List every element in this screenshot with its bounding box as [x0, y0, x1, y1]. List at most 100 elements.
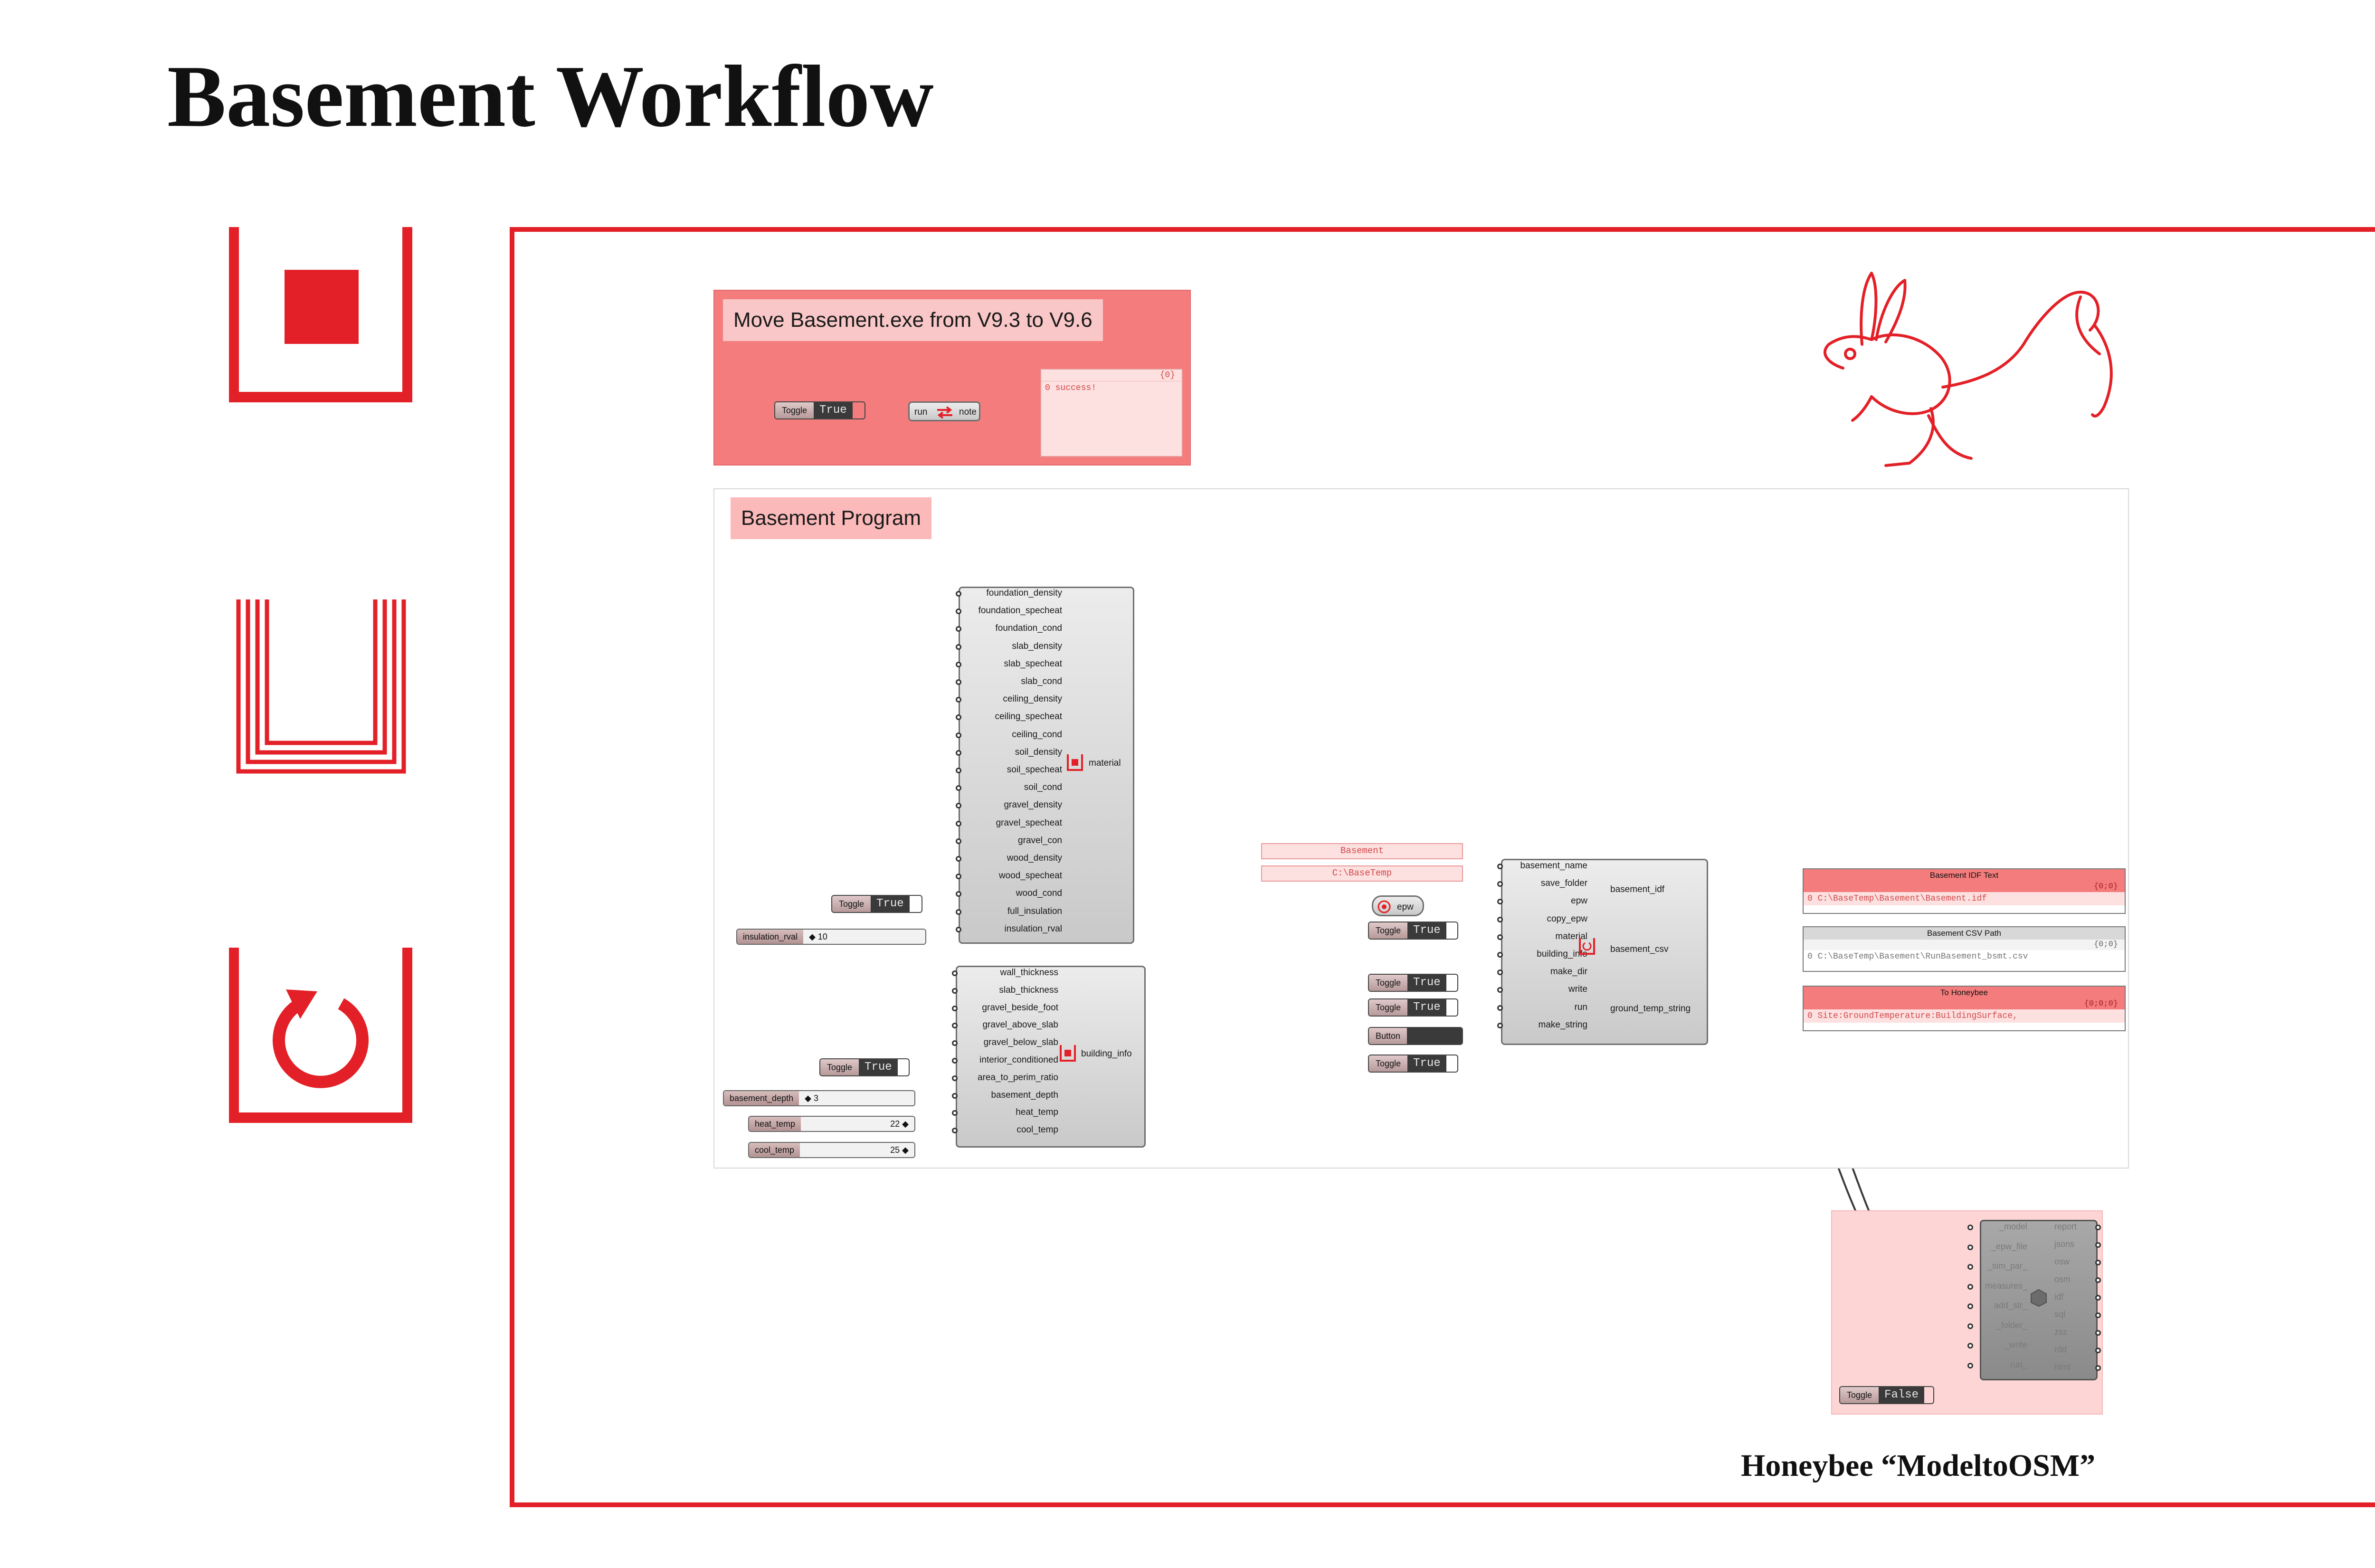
input-port[interactable]: [956, 926, 961, 932]
input-port[interactable]: [2095, 1330, 2101, 1336]
save-folder-panel[interactable]: C:\BaseTemp: [1261, 865, 1463, 882]
basement-name-panel[interactable]: Basement: [1261, 843, 1463, 859]
input-port[interactable]: [1497, 899, 1503, 905]
input-port[interactable]: [2095, 1348, 2101, 1353]
input-port[interactable]: [956, 820, 961, 827]
input-port[interactable]: [1497, 1005, 1503, 1011]
run-input-label: write: [1568, 984, 1587, 995]
honeybee-run-toggle[interactable]: Toggle False: [1839, 1386, 1934, 1404]
to-honeybee-panel[interactable]: To Honeybee {0;0;0} 0 Site:GroundTempera…: [1803, 986, 2126, 1031]
honeybee-output-label: report: [2054, 1222, 2077, 1231]
input-port[interactable]: [1497, 881, 1503, 887]
interior-conditioned-toggle[interactable]: Toggle True: [819, 1058, 910, 1076]
building-input-label: slab_thickness: [999, 985, 1058, 995]
input-port[interactable]: [952, 1058, 958, 1064]
input-port[interactable]: [2095, 1365, 2101, 1371]
input-port[interactable]: [2095, 1260, 2101, 1265]
input-port[interactable]: [952, 1040, 958, 1046]
toggle-label: Toggle: [775, 402, 814, 418]
input-port[interactable]: [956, 838, 961, 844]
run-button[interactable]: Button: [1368, 1027, 1463, 1045]
material-component[interactable]: [959, 587, 1134, 944]
material-input-label: soil_density: [1015, 747, 1062, 757]
input-port[interactable]: [952, 1110, 958, 1116]
input-port[interactable]: [1967, 1303, 1973, 1309]
slider-value: 25 ◆: [800, 1143, 914, 1157]
basement-csv-output: basement_csv: [1610, 944, 1669, 954]
input-port[interactable]: [956, 591, 961, 597]
input-port[interactable]: [956, 697, 961, 703]
material-input-label: ceiling_specheat: [995, 712, 1062, 722]
success-panel[interactable]: {0} 0 success!: [1040, 369, 1183, 457]
heat-temp-slider[interactable]: heat_temp 22 ◆: [748, 1116, 915, 1132]
cool-temp-slider[interactable]: cool_temp 25 ◆: [748, 1142, 915, 1158]
input-port[interactable]: [956, 714, 961, 721]
honeybee-output-label: sql: [2054, 1310, 2066, 1319]
toggle-value: True: [871, 896, 910, 912]
input-port[interactable]: [952, 970, 958, 976]
input-port[interactable]: [952, 988, 958, 994]
input-port[interactable]: [956, 608, 961, 615]
input-port[interactable]: [956, 891, 961, 897]
input-port[interactable]: [952, 1005, 958, 1011]
input-port[interactable]: [2095, 1225, 2101, 1230]
insulation-rval-slider[interactable]: insulation_rval ◆ 10: [736, 929, 926, 945]
input-port[interactable]: [2095, 1295, 2101, 1301]
input-port[interactable]: [952, 1023, 958, 1029]
input-port[interactable]: [1967, 1343, 1973, 1349]
input-port[interactable]: [956, 803, 961, 809]
toggle-value: True: [1407, 1055, 1446, 1072]
input-port[interactable]: [1967, 1264, 1973, 1270]
toggle-label: Toggle: [1840, 1387, 1879, 1403]
make-dir-toggle[interactable]: Toggle True: [1368, 974, 1458, 992]
building-input-label: basement_depth: [991, 1090, 1058, 1100]
input-port[interactable]: [2095, 1312, 2101, 1318]
move-toggle[interactable]: Toggle True: [774, 401, 865, 419]
input-port[interactable]: [952, 1128, 958, 1134]
input-port[interactable]: [956, 874, 961, 880]
input-port[interactable]: [1497, 934, 1503, 940]
input-port[interactable]: [1967, 1362, 1973, 1368]
input-port[interactable]: [1497, 916, 1503, 922]
input-port[interactable]: [1497, 864, 1503, 869]
input-port[interactable]: [1967, 1323, 1973, 1329]
input-port[interactable]: [1967, 1283, 1973, 1290]
basement-idf-panel[interactable]: Basement IDF Text {0;0} 0 C:\BaseTemp\Ba…: [1803, 868, 2126, 914]
input-port[interactable]: [956, 626, 961, 632]
honeybee-output-label: rdd: [2054, 1345, 2067, 1354]
input-port[interactable]: [956, 750, 961, 756]
basement-csv-panel[interactable]: Basement CSV Path {0;0} 0 C:\BaseTemp\Ba…: [1803, 926, 2126, 972]
input-port[interactable]: [1497, 1022, 1503, 1028]
input-port[interactable]: [952, 1075, 958, 1081]
input-port[interactable]: [956, 732, 961, 738]
copy-epw-toggle[interactable]: Toggle True: [1368, 922, 1458, 940]
slider-value: ◆ 10: [803, 930, 925, 944]
input-port[interactable]: [956, 679, 961, 685]
honeybee-output-label: html: [2054, 1362, 2071, 1372]
input-port[interactable]: [1967, 1225, 1973, 1230]
basement-depth-slider[interactable]: basement_depth ◆ 3: [723, 1090, 915, 1106]
input-port[interactable]: [956, 661, 961, 667]
input-port[interactable]: [1497, 969, 1503, 976]
material-input-label: soil_specheat: [1007, 765, 1062, 775]
slider-label: insulation_rval: [737, 930, 804, 944]
input-port[interactable]: [956, 644, 961, 650]
building-info-component[interactable]: [956, 966, 1146, 1148]
panel-text: 0 C:\BaseTemp\Basement\RunBasement_bsmt.…: [1804, 950, 2125, 963]
input-port[interactable]: [956, 768, 961, 773]
material-full-insulation-toggle[interactable]: Toggle True: [831, 895, 922, 913]
input-port[interactable]: [1497, 952, 1503, 958]
make-string-toggle[interactable]: Toggle True: [1368, 1055, 1458, 1073]
input-port[interactable]: [952, 1093, 958, 1099]
move-exe-component[interactable]: run note: [908, 401, 980, 421]
input-port[interactable]: [956, 785, 961, 791]
input-port[interactable]: [956, 856, 961, 862]
input-port[interactable]: [2095, 1242, 2101, 1248]
epw-parameter[interactable]: epw: [1372, 895, 1424, 916]
input-port[interactable]: [1497, 987, 1503, 993]
input-port[interactable]: [956, 909, 961, 915]
input-port[interactable]: [2095, 1277, 2101, 1283]
input-port[interactable]: [1967, 1244, 1973, 1250]
write-toggle[interactable]: Toggle True: [1368, 998, 1458, 1017]
run-basement-component[interactable]: [1501, 859, 1708, 1045]
